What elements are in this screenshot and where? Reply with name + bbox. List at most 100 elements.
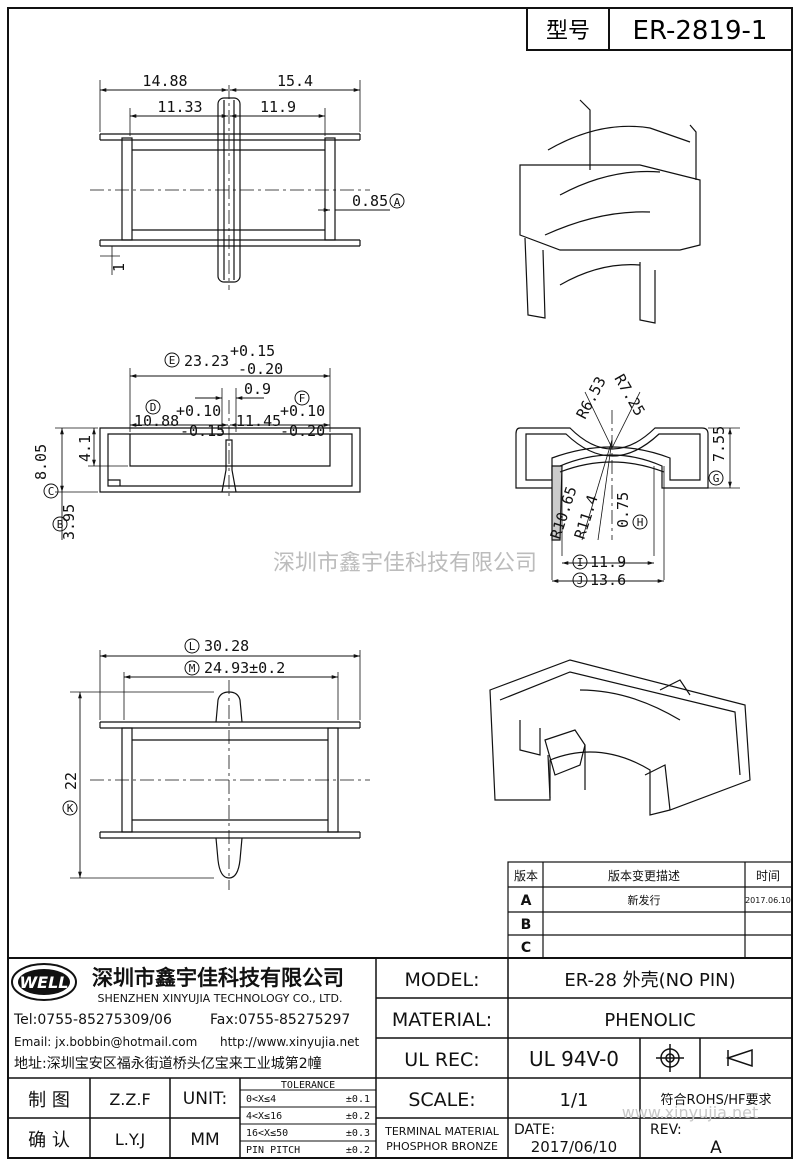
tol-range-4: PIN PITCH bbox=[246, 1145, 300, 1156]
drawn-label: 制 图 bbox=[28, 1090, 70, 1111]
rohs-note: 符合ROHS/HF要求 bbox=[661, 1092, 772, 1108]
unit-label: UNIT: bbox=[183, 1089, 227, 1109]
rev-value: A bbox=[710, 1138, 722, 1158]
ulrec-label: UL REC: bbox=[404, 1049, 479, 1071]
tolerance-title: TOLERANCE bbox=[281, 1080, 335, 1091]
tol-range-2: 4<X≤16 bbox=[246, 1111, 282, 1122]
front-view-labels: E 23.23 +0.15 -0.20 0.9 D 10.88 +0.10 -0… bbox=[32, 342, 325, 540]
rev-row-c-rev: C bbox=[521, 940, 531, 956]
checked-value: L.Y.J bbox=[115, 1130, 145, 1149]
top-view-labels: 14.88 15.4 11.33 11.9 0.85 1 A bbox=[110, 72, 405, 272]
marker-H: H bbox=[637, 516, 644, 529]
marker-B: B bbox=[57, 518, 64, 531]
model-value: ER-28 外壳(NO PIN) bbox=[564, 970, 735, 991]
watermark: 深圳市鑫宇佳科技有限公司 bbox=[273, 551, 537, 576]
marker-I: I bbox=[577, 556, 584, 569]
tol-value-3: ±0.3 bbox=[346, 1128, 370, 1139]
material-value: PHENOLIC bbox=[604, 1010, 695, 1031]
title-block-text: MODEL: ER-28 外壳(NO PIN) MATERIAL: PHENOL… bbox=[28, 969, 771, 1158]
dim-0-85: 0.85 bbox=[352, 192, 388, 210]
dim-14-88: 14.88 bbox=[142, 72, 187, 90]
company-logo: WELL bbox=[11, 963, 77, 1001]
scale-value: 1/1 bbox=[560, 1090, 589, 1111]
isometric-view-bottom bbox=[489, 659, 751, 816]
revision-table-text: 版本 版本变更描述 时间 A 新发行 2017.06.10 B C bbox=[514, 868, 791, 956]
dim-13-6: 13.6 bbox=[590, 571, 626, 589]
ulrec-value: UL 94V-0 bbox=[529, 1047, 619, 1071]
marker-C: C bbox=[48, 485, 55, 498]
dim-0-9: 0.9 bbox=[244, 380, 271, 398]
rev-header-time: 时间 bbox=[756, 869, 780, 883]
dim-15-4: 15.4 bbox=[277, 72, 313, 90]
tol-range-1: 0<X≤4 bbox=[246, 1094, 276, 1105]
type-label: 型号 bbox=[546, 19, 590, 44]
tol-value-1: ±0.1 bbox=[346, 1094, 370, 1105]
part-number: ER-2819-1 bbox=[633, 16, 768, 46]
marker-F: F bbox=[299, 392, 306, 405]
logo-text: WELL bbox=[20, 973, 69, 992]
bottom-view bbox=[70, 650, 370, 890]
header-box: 型号 ER-2819-1 bbox=[526, 7, 793, 51]
dim-24-93: 24.93±0.2 bbox=[204, 659, 285, 677]
terminal-material-value: PHOSPHOR BRONZE bbox=[386, 1140, 498, 1153]
company-name-cn: 深圳市鑫宇佳科技有限公司 bbox=[92, 966, 344, 990]
projection-symbol-icon bbox=[656, 1044, 753, 1072]
top-view bbox=[90, 80, 390, 290]
dim-30-28: 30.28 bbox=[204, 637, 249, 655]
rev-header-desc: 版本变更描述 bbox=[608, 868, 680, 883]
dim-r6-53: R6.53 bbox=[573, 374, 610, 422]
marker-E: E bbox=[169, 354, 176, 367]
sheet-border bbox=[7, 7, 793, 1159]
dim-r7-25: R7.25 bbox=[611, 371, 649, 419]
company-tel: Tel:0755-85275309/06 bbox=[13, 1012, 172, 1028]
front-view bbox=[55, 368, 361, 540]
rev-row-a-date: 2017.06.10 bbox=[745, 896, 791, 905]
marker-G: G bbox=[713, 472, 720, 485]
drawn-value: Z.Z.F bbox=[109, 1090, 150, 1109]
checked-label: 确 认 bbox=[28, 1130, 70, 1151]
tolerance-table: 0<X≤4 ±0.1 4<X≤16 ±0.2 16<X≤50 ±0.3 PIN … bbox=[246, 1094, 370, 1156]
marker-D: D bbox=[150, 401, 157, 414]
watermark-url: www.xinyujia.net bbox=[622, 1103, 759, 1122]
company-address: 地址:深圳宝安区福永街道桥头亿宝来工业城第2幢 bbox=[14, 1055, 322, 1072]
rev-label: REV: bbox=[650, 1122, 682, 1138]
bottom-view-labels: L 30.28 M 24.93±0.2 22 K bbox=[62, 637, 285, 816]
dim-1: 1 bbox=[110, 263, 128, 272]
unit-value: MM bbox=[190, 1130, 219, 1150]
company-name-en: SHENZHEN XINYUJIA TECHNOLOGY CO., LTD. bbox=[98, 992, 343, 1005]
tol-10-88-minus: -0.15 bbox=[180, 422, 225, 440]
dim-10-88: 10.88 bbox=[134, 412, 179, 430]
scale-label: SCALE: bbox=[408, 1089, 475, 1111]
tol-range-3: 16<X≤50 bbox=[246, 1128, 288, 1139]
model-label: MODEL: bbox=[405, 969, 480, 991]
tol-11-45-plus: +0.10 bbox=[280, 402, 325, 420]
material-label: MATERIAL: bbox=[392, 1009, 492, 1031]
side-view-labels: R6.53 R7.25 7.55 G R10.65 R11.4 0.75 H I… bbox=[547, 371, 728, 589]
dim-7-55: 7.55 bbox=[710, 426, 728, 462]
marker-M: M bbox=[189, 662, 196, 675]
marker-A: A bbox=[394, 196, 401, 209]
dim-11-9-side: 11.9 bbox=[590, 553, 626, 571]
side-view bbox=[515, 391, 740, 583]
rev-header-version: 版本 bbox=[514, 869, 538, 883]
marker-L: L bbox=[189, 640, 196, 653]
dim-3-95: 3.95 bbox=[60, 504, 78, 540]
isometric-view-top bbox=[519, 99, 701, 324]
dim-11-9: 11.9 bbox=[260, 98, 296, 116]
date-label: DATE: bbox=[514, 1122, 555, 1138]
company-fax: Fax:0755-85275297 bbox=[210, 1012, 350, 1028]
company-url: http://www.xinyujia.net bbox=[220, 1035, 359, 1049]
dim-23-23: 23.23 bbox=[184, 352, 229, 370]
dim-8-05: 8.05 bbox=[32, 444, 50, 480]
tol-value-2: ±0.2 bbox=[346, 1111, 370, 1122]
dim-11-33: 11.33 bbox=[157, 98, 202, 116]
title-block-grid bbox=[8, 957, 792, 1158]
tol-10-88-plus: +0.10 bbox=[176, 402, 221, 420]
marker-J: J bbox=[577, 574, 584, 587]
dim-22: 22 bbox=[62, 772, 80, 790]
company-info: 深圳市鑫宇佳科技有限公司 SHENZHEN XINYUJIA TECHNOLOG… bbox=[13, 966, 359, 1072]
tol-value-4: ±0.2 bbox=[346, 1145, 370, 1156]
marker-K: K bbox=[67, 802, 74, 815]
tol-11-45-minus: -0.20 bbox=[280, 422, 325, 440]
